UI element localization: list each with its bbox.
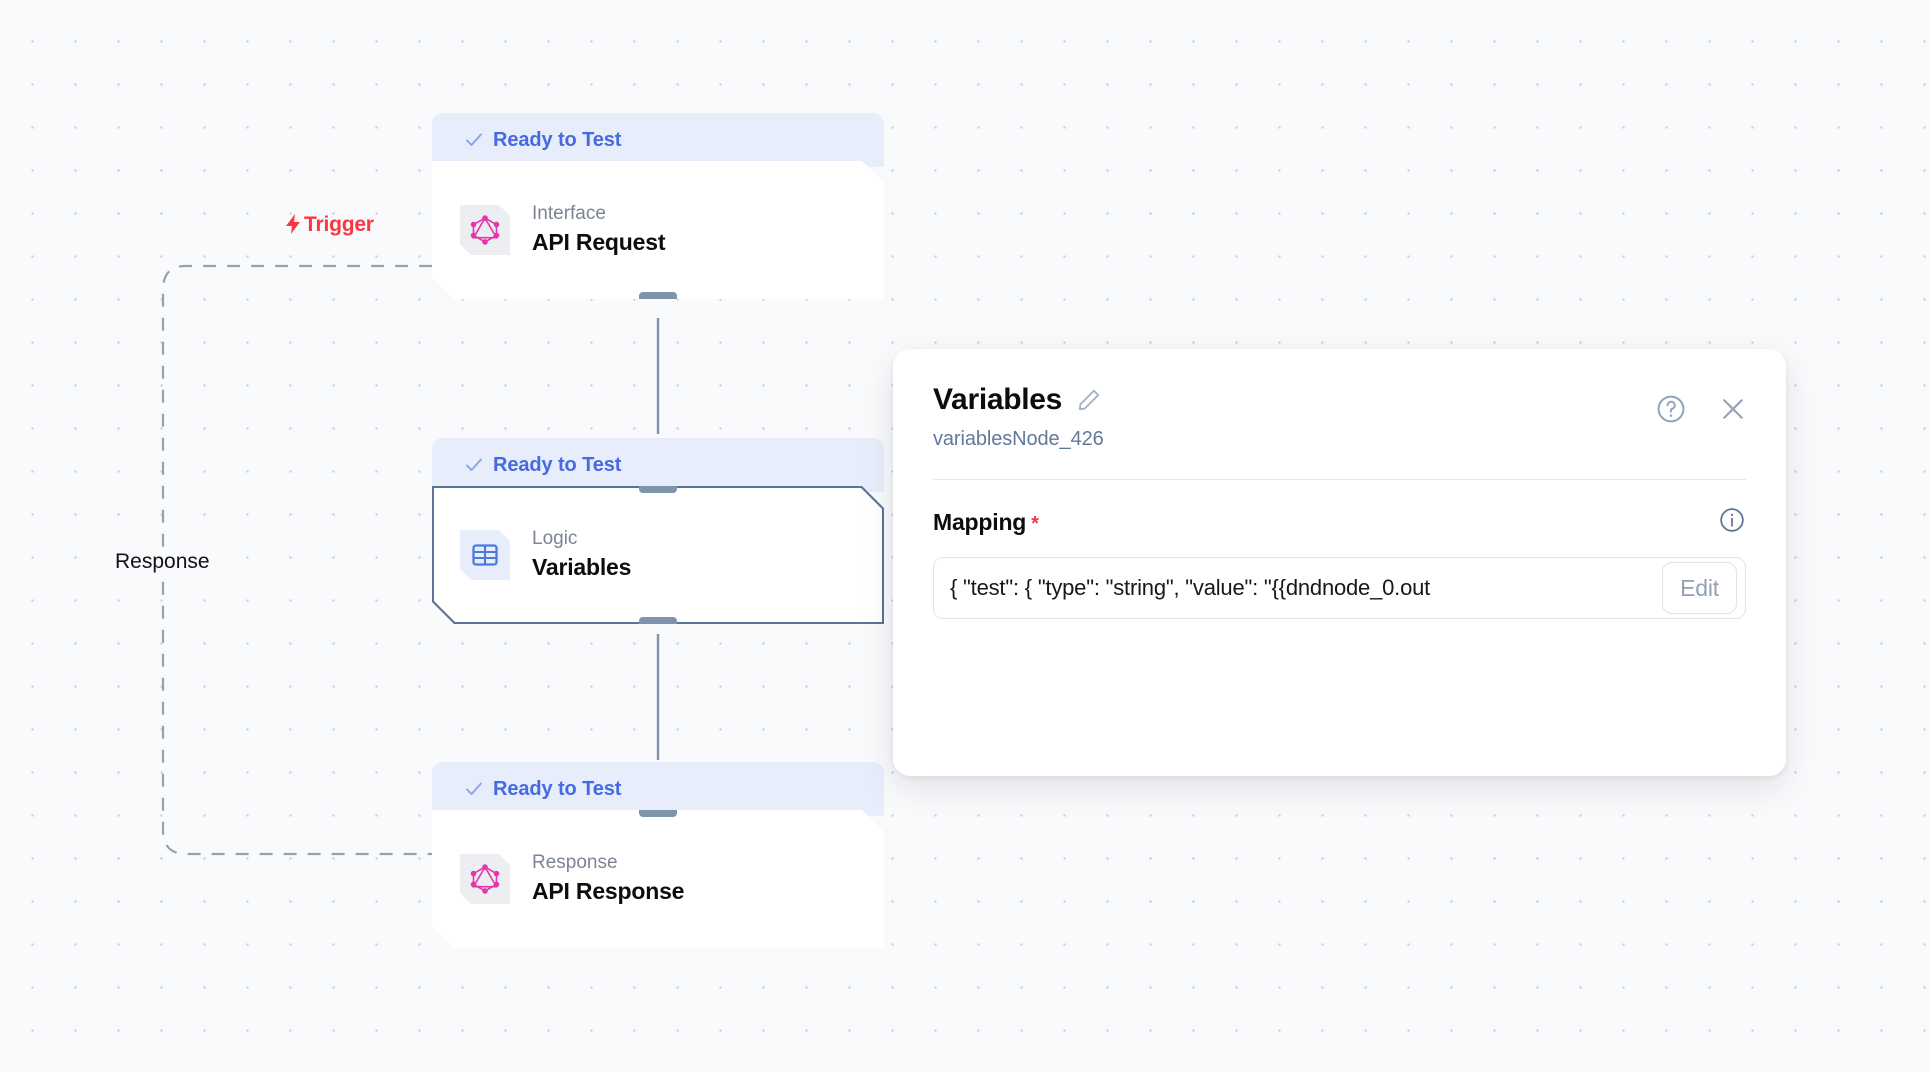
node-api-request[interactable]: Ready to Test <box>432 113 884 299</box>
node-title-label: API Response <box>532 878 685 905</box>
edge-label-trigger: Trigger <box>283 212 374 236</box>
lightning-bolt-icon <box>286 214 300 234</box>
panel-actions <box>1655 393 1748 425</box>
node-status-label: Ready to Test <box>493 128 622 151</box>
mapping-input-value: { "test": { "type": "string", "value": "… <box>950 575 1431 600</box>
panel-divider <box>933 479 1746 480</box>
node-kind-label: Logic <box>532 528 578 550</box>
check-icon <box>466 782 482 795</box>
check-icon <box>466 133 482 146</box>
check-icon <box>466 458 482 471</box>
help-circle-icon[interactable] <box>1655 393 1687 425</box>
table-grid-icon <box>460 530 510 580</box>
node-text: Logic Variables <box>532 529 631 580</box>
node-id-label: variablesNode_426 <box>933 428 1104 450</box>
node-status-badge: Ready to Test <box>432 762 884 816</box>
node-status-badge: Ready to Test <box>432 113 884 167</box>
required-marker: * <box>1031 513 1039 535</box>
panel-header: Variables variablesNode_426 <box>893 349 1786 451</box>
node-title-label: API Request <box>532 229 666 256</box>
pencil-icon[interactable] <box>1076 387 1102 413</box>
edit-mapping-button[interactable]: Edit <box>1662 562 1737 614</box>
mapping-field-block: Mapping * { "test": { "type": "string", … <box>893 480 1786 619</box>
node-title-label: Variables <box>532 554 632 581</box>
node-card-body[interactable]: Response API Response <box>432 810 884 948</box>
mapping-label-text: Mapping <box>933 509 1027 535</box>
node-status-label: Ready to Test <box>493 777 622 800</box>
edge-label-trigger-text: Trigger <box>304 212 374 236</box>
graphql-icon <box>460 854 510 904</box>
node-kind-label: Response <box>532 852 618 874</box>
node-kind-label: Interface <box>532 203 606 225</box>
panel-title-row: Variables <box>933 383 1746 416</box>
node-settings-panel: Variables variablesNode_426 <box>893 349 1786 776</box>
node-handle-bottom[interactable] <box>639 292 677 305</box>
page-title: Variables <box>933 383 1063 416</box>
info-circle-icon[interactable] <box>1718 506 1746 539</box>
mapping-label: Mapping * <box>933 509 1039 536</box>
node-variables[interactable]: Ready to Test Logic Variables <box>432 438 884 624</box>
mapping-input[interactable]: { "test": { "type": "string", "value": "… <box>933 557 1746 619</box>
mapping-label-row: Mapping * <box>933 506 1746 539</box>
node-status-label: Ready to Test <box>493 453 622 476</box>
edge-label-response: Response <box>110 548 215 575</box>
node-card-body[interactable]: Interface API Request <box>432 161 884 299</box>
node-text: Response API Response <box>532 853 684 904</box>
close-icon[interactable] <box>1718 394 1748 424</box>
edge-label-response-text: Response <box>115 550 210 573</box>
node-api-response[interactable]: Ready to Test <box>432 762 884 948</box>
node-text: Interface API Request <box>532 204 665 255</box>
node-handle-bottom[interactable] <box>639 617 677 630</box>
node-card-body[interactable]: Logic Variables <box>432 486 884 624</box>
node-status-badge: Ready to Test <box>432 438 884 492</box>
graphql-icon <box>460 205 510 255</box>
